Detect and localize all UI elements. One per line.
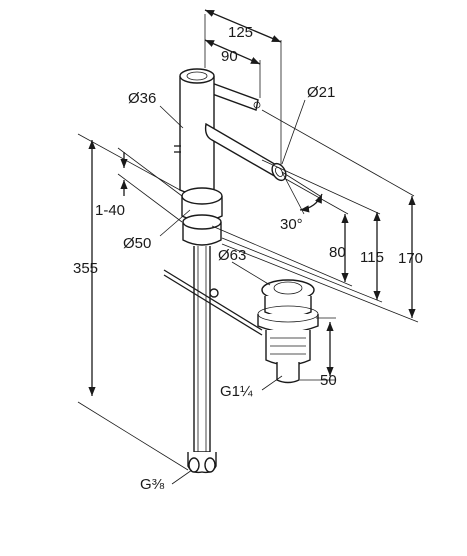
dim-50: 50	[320, 372, 337, 389]
dimension-lines	[77, 9, 419, 485]
dimension-labels: 125 90 Ø36 Ø21 1-40 Ø50 Ø63 355 30° 80 1…	[73, 24, 423, 493]
dim-g1-quarter: G1¼	[220, 383, 253, 400]
dim-o50: Ø50	[123, 235, 151, 252]
dim-30deg: 30°	[280, 216, 303, 233]
dim-90: 90	[221, 48, 238, 65]
faucet-body	[163, 68, 287, 474]
pop-up-waste	[257, 279, 319, 384]
dim-170: 170	[398, 250, 423, 267]
dim-o36: Ø36	[128, 90, 156, 107]
dim-115: 115	[360, 249, 384, 266]
dim-o63: Ø63	[218, 247, 246, 264]
dim-125: 125	[228, 24, 253, 41]
dim-355: 355	[73, 260, 98, 277]
dim-1-40: 1-40	[95, 202, 125, 219]
dim-g-three-eighths: G⅜	[140, 476, 165, 493]
body-top	[179, 68, 215, 84]
dim-80: 80	[329, 244, 346, 261]
spout-outlet	[271, 162, 287, 182]
dim-o21: Ø21	[307, 84, 335, 101]
spout	[204, 122, 279, 180]
